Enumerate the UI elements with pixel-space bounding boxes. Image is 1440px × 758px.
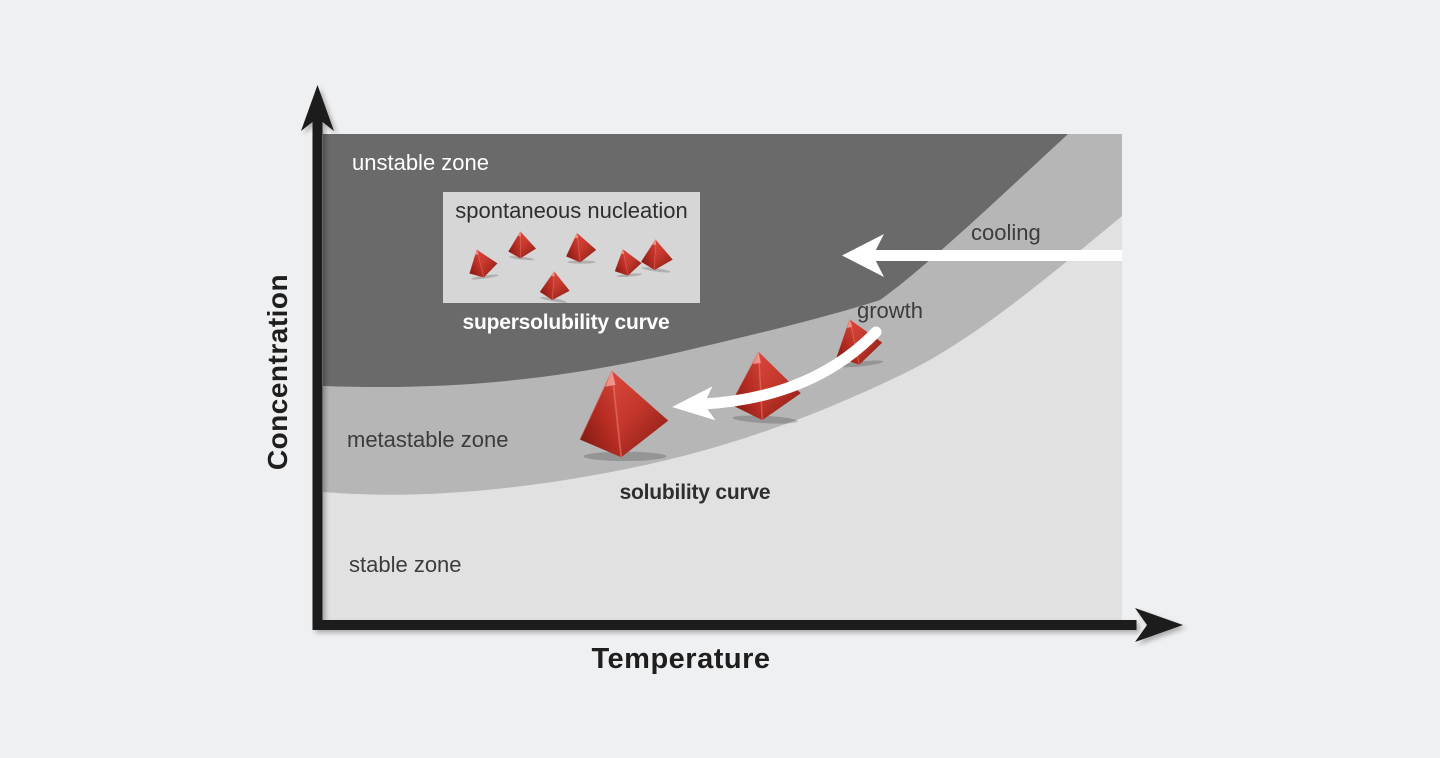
x-axis-line [312,620,1137,630]
zones [323,134,1122,620]
y-axis-line [312,118,323,630]
growth-arrowhead [672,386,716,421]
cooling-arrow [842,234,1122,277]
y-axis-arrowhead [301,85,334,131]
axes [301,85,1183,642]
x-axis-arrowhead [1135,608,1183,642]
growth-arrow [672,326,882,421]
cooling-arrowhead [842,234,884,277]
cooling-arrow-shaft [872,250,1122,261]
